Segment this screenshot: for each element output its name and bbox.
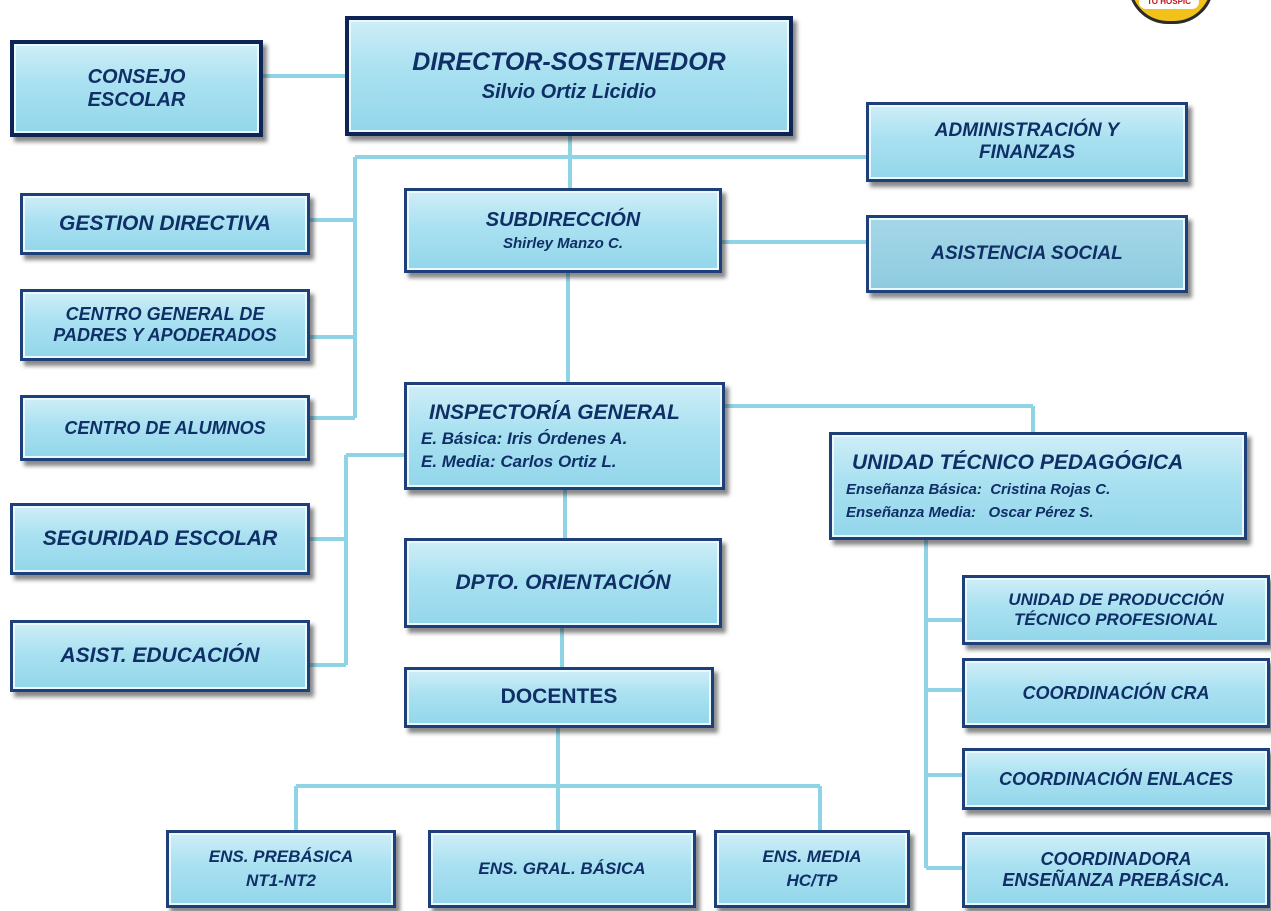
ens-basica-box: ENS. GRAL. BÁSICA xyxy=(428,830,696,908)
seguridad-label: SEGURIDAD ESCOLAR xyxy=(42,526,278,550)
seguridad-escolar-box: SEGURIDAD ESCOLAR xyxy=(10,503,310,575)
produccion-line2: TÉCNICO PROFESIONAL xyxy=(1013,610,1218,629)
asistencia-social-label: ASISTENCIA SOCIAL xyxy=(931,243,1123,265)
administracion-box: ADMINISTRACIÓN Y FINANZAS xyxy=(866,102,1188,182)
ens-prebasica-box: ENS. PREBÁSICA NT1-NT2 xyxy=(166,830,396,908)
centro-alumnos-box: CENTRO DE ALUMNOS xyxy=(20,395,310,461)
utp-line1: Enseñanza Básica: Cristina Rojas C. xyxy=(846,480,1111,498)
gestion-label: GESTION DIRECTIVA xyxy=(59,211,271,235)
prebasica-line1: ENS. PREBÁSICA xyxy=(208,847,354,867)
orientacion-label: DPTO. ORIENTACIÓN xyxy=(455,570,671,594)
logo-text: TO HOSPIC xyxy=(1139,0,1199,9)
asist-educacion-label: ASIST. EDUCACIÓN xyxy=(60,643,260,667)
subdireccion-title: SUBDIRECCIÓN xyxy=(485,208,641,231)
centro-padres-line2: PADRES Y APODERADOS xyxy=(53,325,277,345)
inspectoria-line2: E. Media: Carlos Ortiz L. xyxy=(421,451,617,471)
cra-label: COORDINACIÓN CRA xyxy=(1022,682,1210,703)
produccion-line1: UNIDAD DE PRODUCCIÓN xyxy=(1008,590,1224,610)
director-name: Silvio Ortiz Licidio xyxy=(481,80,657,103)
consejo-escolar-box: CONSEJO ESCOLAR xyxy=(10,40,263,137)
subdireccion-name: Shirley Manzo C. xyxy=(502,234,624,252)
docentes-label: DOCENTES xyxy=(500,685,618,709)
enlaces-label: COORDINACIÓN ENLACES xyxy=(998,768,1233,789)
centro-alumnos-label: CENTRO DE ALUMNOS xyxy=(64,417,266,438)
centro-padres-line1: CENTRO GENERAL DE xyxy=(65,304,265,325)
coord-prebasica-line1: COORDINADORA xyxy=(1040,849,1192,870)
ens-media-box: ENS. MEDIA HC/TP xyxy=(714,830,910,908)
asist-educacion-box: ASIST. EDUCACIÓN xyxy=(10,620,310,692)
unidad-produccion-box: UNIDAD DE PRODUCCIÓN TÉCNICO PROFESIONAL xyxy=(962,575,1270,645)
inspectoria-title: INSPECTORÍA GENERAL xyxy=(429,400,680,424)
administracion-line2: FINANZAS xyxy=(978,142,1076,163)
docentes-box: DOCENTES xyxy=(404,667,714,728)
inspectoria-line1: E. Básica: Iris Órdenes A. xyxy=(421,429,628,449)
consejo-line1: CONSEJO xyxy=(87,65,186,88)
gestion-directiva-box: GESTION DIRECTIVA xyxy=(20,193,310,255)
consejo-line2: ESCOLAR xyxy=(87,88,186,111)
basica-label: ENS. GRAL. BÁSICA xyxy=(478,859,646,879)
prebasica-line2: NT1-NT2 xyxy=(246,871,316,890)
coord-prebasica-line2: ENSEÑANZA PREBÁSICA. xyxy=(1002,870,1230,890)
administracion-line1: ADMINISTRACIÓN Y xyxy=(934,120,1120,142)
director-box: DIRECTOR-SOSTENEDOR Silvio Ortiz Licidio xyxy=(345,16,793,136)
director-title: DIRECTOR-SOSTENEDOR xyxy=(412,48,726,77)
media-line2: HC/TP xyxy=(786,871,838,890)
coordinacion-enlaces-box: COORDINACIÓN ENLACES xyxy=(962,748,1270,810)
utp-box: UNIDAD TÉCNICO PEDAGÓGICA Enseñanza Bási… xyxy=(829,432,1247,540)
centro-padres-box: CENTRO GENERAL DE PADRES Y APODERADOS xyxy=(20,289,310,361)
asistencia-social-box: ASISTENCIA SOCIAL xyxy=(866,215,1188,293)
utp-line2: Enseñanza Media: Oscar Pérez S. xyxy=(846,504,1094,522)
media-line1: ENS. MEDIA xyxy=(762,847,862,867)
inspectoria-box: INSPECTORÍA GENERAL E. Básica: Iris Órde… xyxy=(404,382,725,490)
subdireccion-box: SUBDIRECCIÓN Shirley Manzo C. xyxy=(404,188,722,273)
utp-title: UNIDAD TÉCNICO PEDAGÓGICA xyxy=(852,450,1184,474)
dpto-orientacion-box: DPTO. ORIENTACIÓN xyxy=(404,538,722,628)
coordinacion-cra-box: COORDINACIÓN CRA xyxy=(962,658,1270,728)
coordinadora-prebasica-box: COORDINADORA ENSEÑANZA PREBÁSICA. xyxy=(962,832,1270,908)
